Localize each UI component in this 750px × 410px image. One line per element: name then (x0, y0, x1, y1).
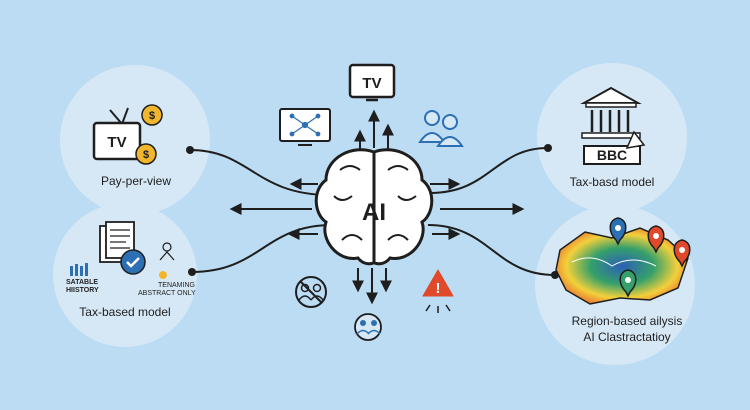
connector-tax-left (191, 224, 333, 273)
heatmap-icon (555, 217, 691, 305)
tax-based-left-circle (53, 203, 197, 347)
region-label-2: AI Clastractatioy (583, 330, 670, 344)
no-group-icon (295, 276, 327, 308)
tax-left-note-2: ABSTRACT ONLY (138, 290, 196, 297)
region-label-1: Region-based ailysis (572, 314, 683, 328)
map-pin-icon (609, 217, 691, 298)
warning-icon: ! (422, 269, 454, 313)
tax-left-note-1: TENAMING (158, 282, 195, 289)
arrows-horizontal (229, 178, 525, 240)
coin-symbol-2: $ (143, 149, 149, 161)
tv-screen-text: TV (362, 75, 381, 92)
center-label: AI (362, 199, 386, 226)
tax-left-side-text-1: SATABLE (66, 279, 98, 286)
connectors (189, 147, 556, 276)
people-icon (418, 110, 464, 147)
tax-based-left-label: Tax-based model (79, 305, 170, 319)
documents-check-icon (99, 221, 175, 279)
tv-coins-icon: TV $ $ (92, 104, 163, 165)
monitor-network-icon (279, 108, 331, 146)
tax-based-right-label: Tax-basd model (570, 175, 655, 189)
museum-sign-text: BBC (597, 147, 627, 163)
tax-left-side-text-2: HIISTORY (66, 287, 99, 294)
connector-pay-per-view (189, 149, 331, 196)
pay-per-view-label: Pay-per-view (101, 174, 171, 188)
group-icon (354, 313, 382, 341)
brain-icon: AI (314, 148, 434, 266)
tv-screen-icon: TV (348, 63, 396, 102)
connector-tax-right (429, 147, 549, 194)
bar-chart-small-icon (70, 263, 88, 276)
arrows-vertical (352, 109, 394, 305)
connector-region (427, 224, 556, 276)
svg-text:!: ! (436, 280, 441, 297)
coin-symbol-1: $ (149, 110, 155, 122)
museum-icon: BBC (580, 86, 646, 165)
pay-per-view-tv-text: TV (107, 134, 126, 151)
